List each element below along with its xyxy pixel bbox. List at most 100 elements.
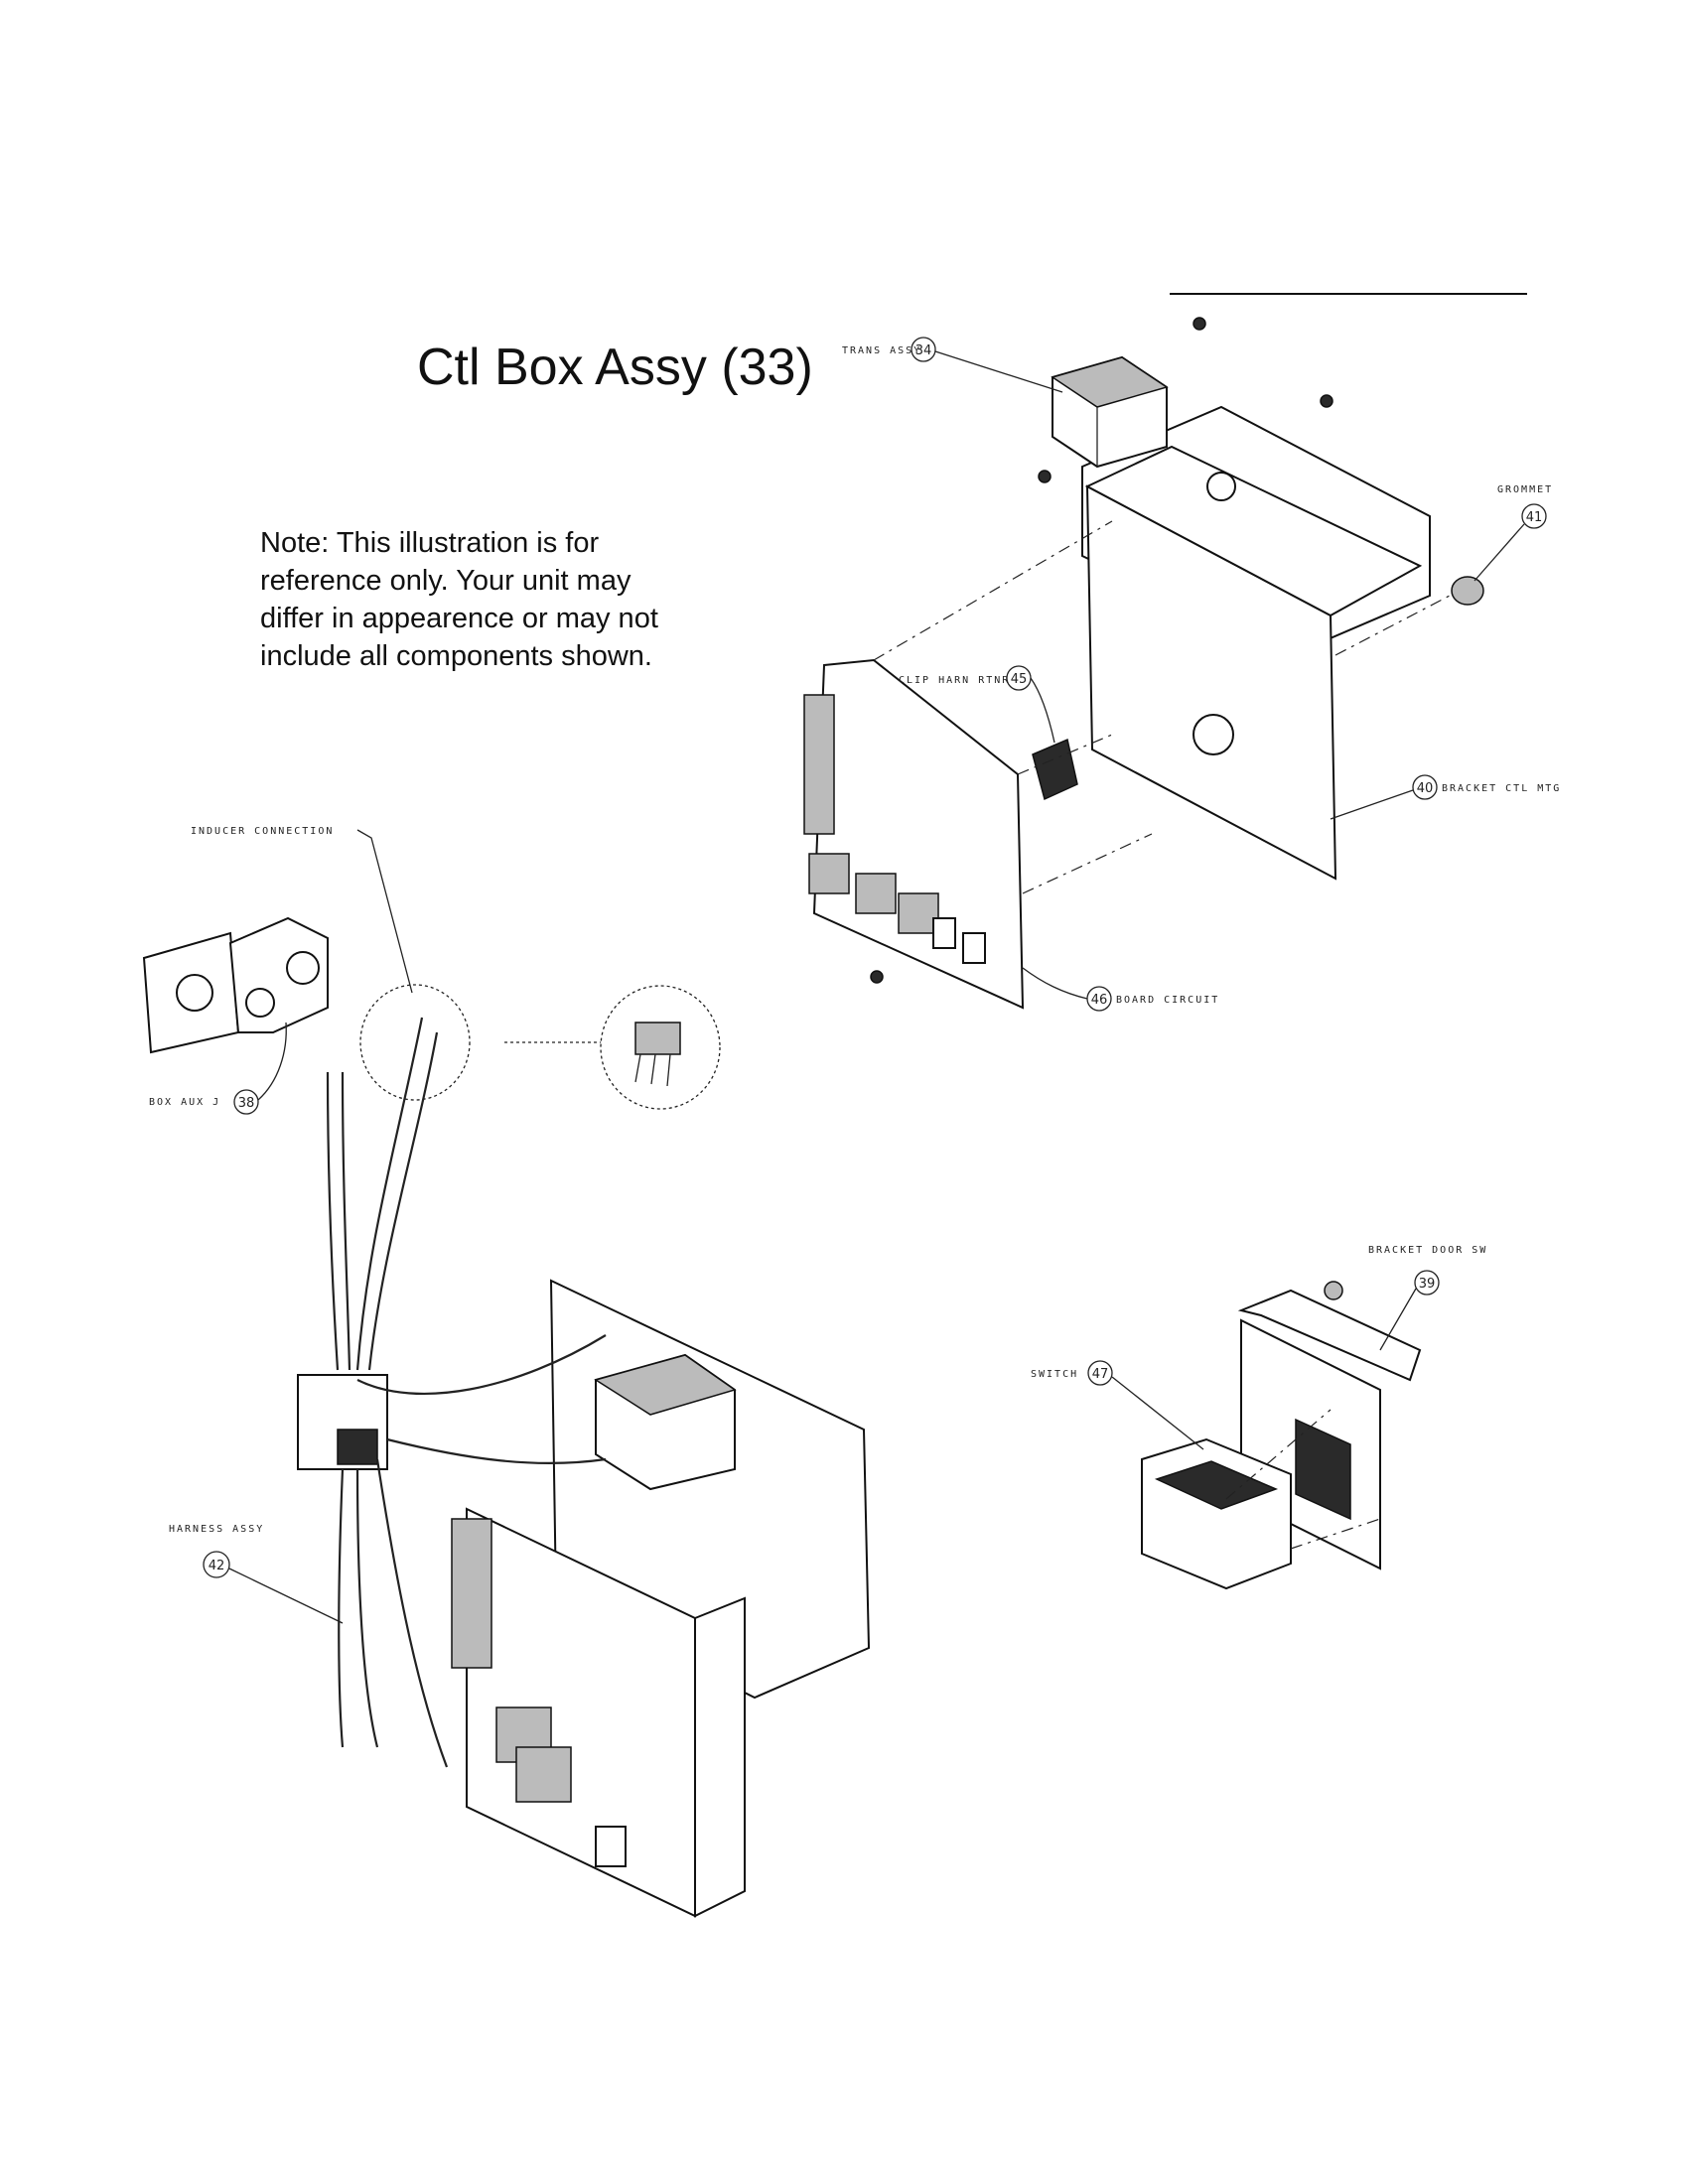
callout-number: 41 <box>1526 510 1543 525</box>
callout-number: 40 <box>1417 781 1434 796</box>
inducer-plug <box>634 1022 681 1055</box>
board-terminal-strip <box>803 694 835 835</box>
screw <box>1320 394 1333 408</box>
assembly-line <box>1017 734 1113 775</box>
board-relay <box>808 853 850 894</box>
leader-line <box>356 829 413 994</box>
assembly-line <box>1022 833 1153 894</box>
leader-line <box>1379 1288 1417 1351</box>
reference-note: Note: This illustration is for reference… <box>260 524 727 675</box>
callout-label: CLIP HARN RTNR <box>899 675 1010 686</box>
assembled-transformer-top <box>594 1354 737 1416</box>
harness-wire <box>355 1468 379 1748</box>
callout-label: BOARD CIRCUIT <box>1116 995 1219 1006</box>
clip-harn-rtnr <box>1032 738 1078 801</box>
callout-switch: SWITCH 47 <box>1031 1360 1204 1450</box>
bracket-switch-cutout <box>1295 1418 1351 1521</box>
screw <box>870 970 884 984</box>
assembled-connector <box>595 1826 627 1867</box>
board-circuit <box>803 658 1025 1010</box>
callout-number: 46 <box>1091 993 1108 1008</box>
wire-harness <box>326 1017 607 1768</box>
callout-bubble <box>1412 774 1438 800</box>
leader-line <box>228 1568 344 1624</box>
callout-harness-assy: HARNESS ASSY 42 <box>169 1524 344 1624</box>
bracket-hole <box>1193 714 1234 755</box>
leader-line <box>934 350 1063 393</box>
board-relay <box>898 892 939 934</box>
aux-box-hole <box>176 974 213 1012</box>
leader-line <box>1330 789 1414 820</box>
callout-label: BRACKET DOOR SW <box>1368 1245 1487 1256</box>
note-line-1: Note: This illustration is for <box>260 527 600 559</box>
connector-detail-bubble <box>359 984 471 1101</box>
callout-board-circuit: 46 BOARD CIRCUIT <box>1022 967 1219 1012</box>
rocker-switch-face <box>1154 1460 1279 1510</box>
plug-wire <box>650 1053 656 1085</box>
callout-number: 45 <box>1011 672 1028 687</box>
callout-number: 34 <box>915 343 932 358</box>
assembled-switch <box>337 1429 378 1465</box>
bracket-screw <box>1324 1281 1343 1300</box>
leader-line <box>1022 967 1088 1000</box>
callout-bubble <box>233 1089 259 1115</box>
plug-wire <box>666 1053 671 1087</box>
callout-clip-harn-rtnr: CLIP HARN RTNR 45 <box>899 665 1055 744</box>
door-switch-exploded <box>1141 1281 1422 1590</box>
note-line-2: reference only. Your unit may <box>260 565 632 597</box>
control-box-exploded <box>803 317 1484 1010</box>
callout-bracket-door-sw: BRACKET DOOR SW 39 <box>1368 1245 1487 1351</box>
note-line-4: include all components shown. <box>260 640 652 672</box>
callout-number: 47 <box>1092 1367 1109 1382</box>
callout-label: BOX AUX J <box>149 1097 220 1108</box>
assembly-line <box>1334 595 1451 656</box>
harness-wire <box>326 1071 340 1371</box>
callout-bubble <box>1414 1270 1440 1296</box>
transformer <box>1051 355 1169 469</box>
callout-grommet: GROMMET 41 <box>1474 484 1553 582</box>
screw <box>1038 470 1052 483</box>
callout-trans-assy: TRANS ASSY 34 <box>842 337 1063 393</box>
leader-line <box>1111 1376 1204 1450</box>
bracket-top-hole <box>1206 472 1236 501</box>
board-connector <box>932 917 956 949</box>
screws <box>870 317 1333 984</box>
harness-wire <box>375 1458 449 1768</box>
callout-box-aux-j: BOX AUX J 38 <box>149 1022 287 1115</box>
plug-wire <box>634 1053 641 1083</box>
diagram-title: Ctl Box Assy (33) <box>417 339 813 396</box>
transformer-top <box>1051 356 1169 408</box>
callout-bubble <box>203 1551 230 1578</box>
harness-wire <box>367 1031 439 1371</box>
harness-wire <box>386 1437 607 1465</box>
callout-bubble <box>911 337 936 362</box>
bracket-top-flange <box>1084 445 1423 617</box>
connector-detail-bubble-magnified <box>600 985 721 1110</box>
screw <box>1193 317 1206 331</box>
bracket-door-sw-top <box>1237 1289 1422 1382</box>
callout-label: TRANS ASSY <box>842 345 921 356</box>
aux-box-assembly <box>142 916 329 1054</box>
leader-line <box>1030 677 1055 744</box>
note-line-3: differ in appearence or may not <box>260 603 658 634</box>
assembly-line <box>873 520 1113 661</box>
assembled-bracket-side <box>694 1596 746 1918</box>
grommet <box>1451 576 1484 606</box>
leader-line <box>257 1022 287 1101</box>
assembly-line <box>1225 1409 1332 1500</box>
callout-bracket-ctl-mtg: 40 BRACKET CTL MTG <box>1330 774 1559 820</box>
harness-wire <box>356 1334 607 1395</box>
callout-bubble <box>1521 503 1547 529</box>
callout-label: INDUCER CONNECTION <box>191 826 334 837</box>
harness-wire <box>338 1468 345 1748</box>
board-connector <box>962 932 986 964</box>
callout-number: 39 <box>1419 1277 1436 1292</box>
callout-label: GROMMET <box>1497 484 1553 495</box>
assembled-terminal-strip <box>451 1518 492 1669</box>
aux-box-knockout <box>286 951 320 985</box>
board-relay <box>855 873 897 914</box>
callout-number: 38 <box>238 1096 255 1111</box>
leader-line <box>1474 523 1525 582</box>
